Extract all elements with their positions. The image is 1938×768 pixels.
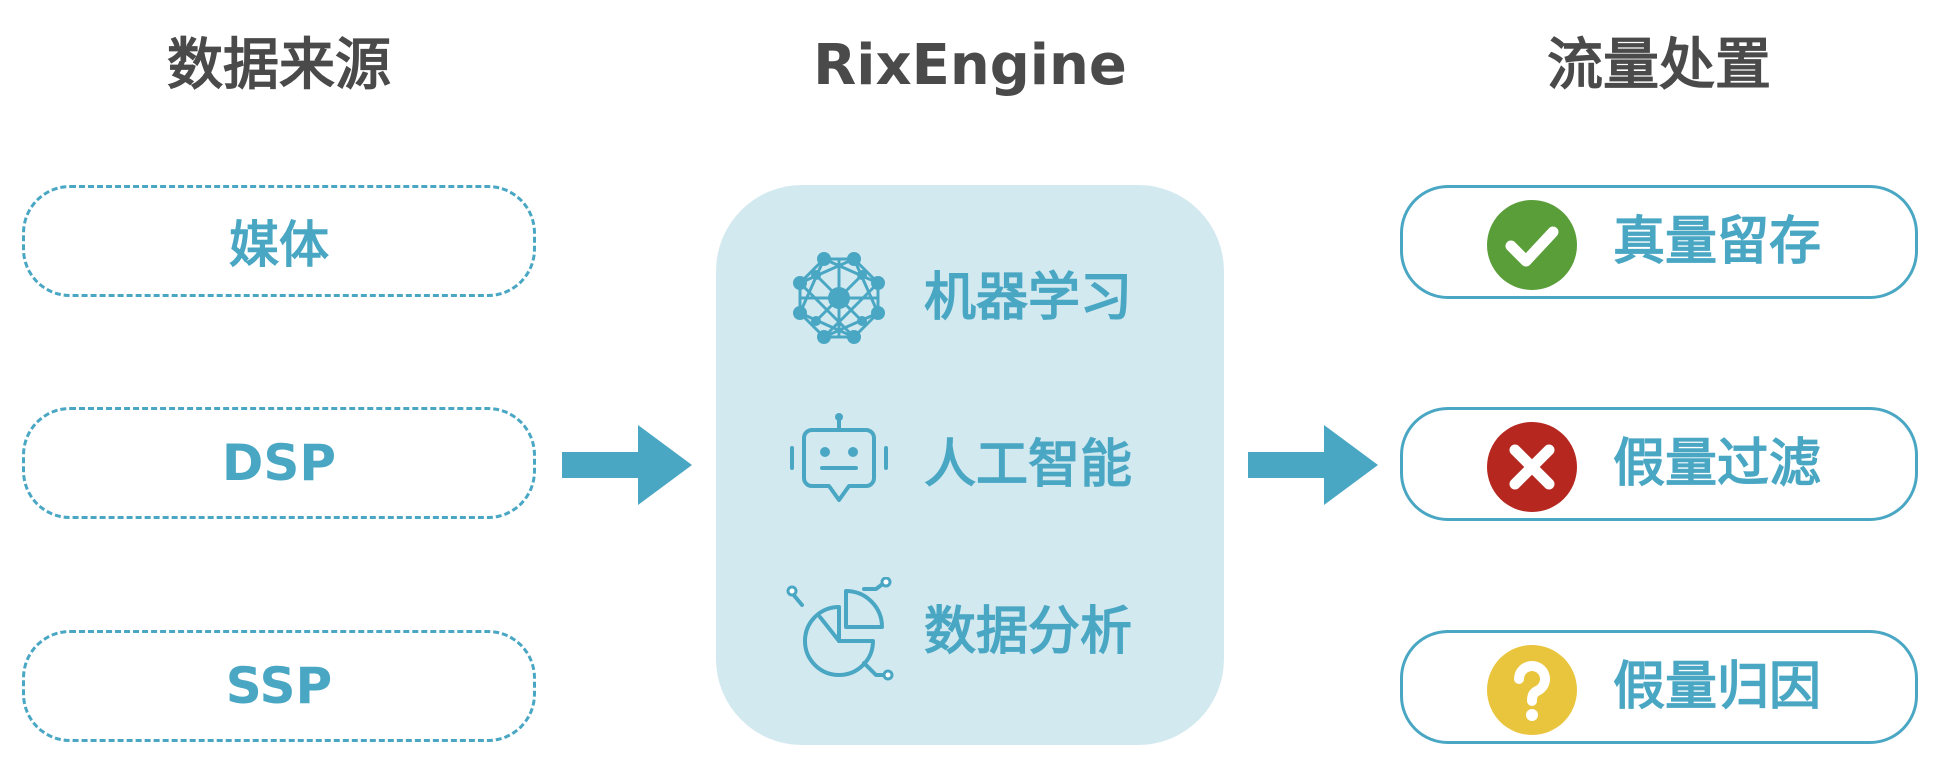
source-box-dsp: DSP (22, 407, 536, 519)
engine-item-label: 人工智能 (924, 435, 1133, 495)
engine-item-ai: 人工智能 (716, 410, 1224, 520)
source-label: 媒体 (229, 216, 329, 274)
question-icon (1487, 645, 1577, 735)
source-box-ssp: SSP (22, 630, 536, 742)
outcome-box-retain: 真量留存 (1400, 185, 1918, 299)
engine-title: RixEngine (813, 33, 1127, 98)
pie-chart-icon (786, 577, 894, 681)
neural-network-icon (793, 252, 885, 344)
source-label: DSP (221, 434, 337, 492)
engine-item-label: 数据分析 (924, 602, 1133, 662)
source-label: SSP (225, 657, 333, 715)
arrow-right-icon (1248, 425, 1378, 505)
outcome-label: 真量留存 (1613, 212, 1822, 272)
check-icon (1487, 200, 1577, 290)
sources-title: 数据来源 (167, 33, 391, 98)
engine-item-machine-learning: 机器学习 (716, 243, 1224, 353)
outcome-box-filter: 假量过滤 (1400, 407, 1918, 521)
robot-icon (790, 413, 888, 502)
outcome-label: 假量归因 (1613, 657, 1822, 717)
outcome-label: 假量过滤 (1613, 434, 1822, 494)
engine-panel: 机器学习 人工智能 (716, 185, 1224, 745)
outcome-box-attribution: 假量归因 (1400, 630, 1918, 744)
arrow-right-icon (562, 425, 692, 505)
cross-icon (1487, 422, 1577, 512)
engine-item-label: 机器学习 (924, 268, 1133, 328)
engine-item-data-analysis: 数据分析 (716, 577, 1224, 687)
source-box-media: 媒体 (22, 185, 536, 297)
handling-title: 流量处置 (1547, 33, 1771, 98)
